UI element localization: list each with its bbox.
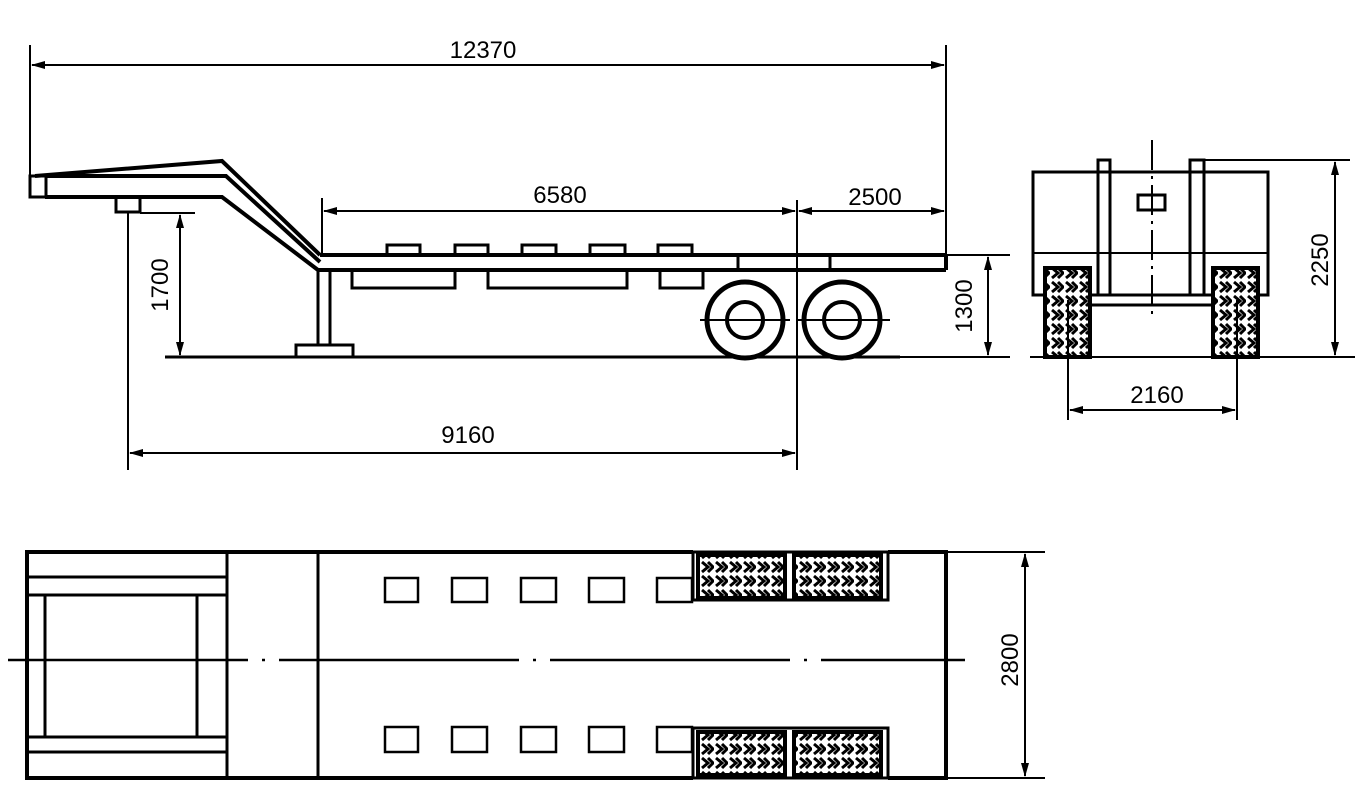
dim-kingpin-to-axle: 9160 xyxy=(441,422,494,449)
landing-leg xyxy=(294,268,355,359)
kingpin xyxy=(114,195,142,214)
side-view: 12370 6580 2500 9160 1700 1300 xyxy=(28,37,1010,470)
gooseneck xyxy=(28,158,322,272)
dim-deck-length: 6580 xyxy=(533,182,586,209)
top-view: 2800 xyxy=(8,550,1045,780)
dim-overall-width: 2800 xyxy=(997,633,1024,686)
deck xyxy=(318,243,948,290)
wheel-rear xyxy=(797,279,890,361)
dim-rear-overhang: 2500 xyxy=(848,184,901,211)
dim-deck-height: 1300 xyxy=(951,279,978,332)
wheel-front xyxy=(700,279,790,361)
dim-fifth-wheel-height: 1700 xyxy=(147,258,174,311)
dim-overall-height: 2250 xyxy=(1307,233,1334,286)
deck-openings xyxy=(383,576,694,754)
dim-track-width: 2160 xyxy=(1130,382,1183,409)
rear-view: 2250 2160 xyxy=(1030,140,1355,420)
tire-right xyxy=(1211,266,1260,359)
tires-top xyxy=(696,553,883,777)
dim-overall-length: 12370 xyxy=(450,37,517,64)
